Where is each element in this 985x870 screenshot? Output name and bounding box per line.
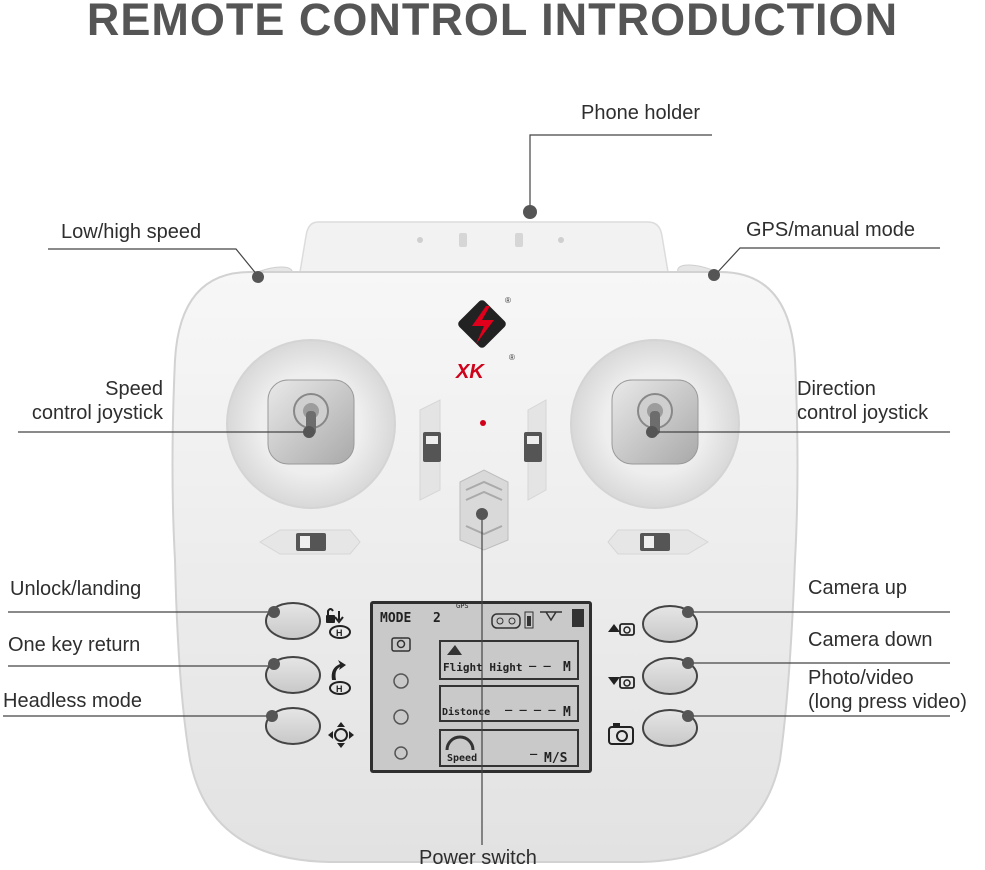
label-direction-joystick-line1: Direction (797, 378, 876, 400)
label-direction-joystick-line2: control joystick (797, 402, 929, 424)
svg-text:XK: XK (455, 361, 485, 383)
label-low-high-speed: Low/high speed (61, 221, 202, 243)
right-horizontal-trim[interactable] (607, 529, 709, 555)
speed-control-joystick[interactable] (267, 379, 355, 465)
label-photo-video-line1: Photo/video (808, 667, 914, 689)
lcd-battery-icon (524, 611, 534, 629)
svg-text:H: H (336, 684, 343, 694)
label-camera-down: Camera down (808, 629, 933, 651)
camera-down-button[interactable] (642, 657, 698, 695)
label-speed-joystick: Speed control joystick (6, 377, 163, 425)
direction-control-joystick[interactable] (611, 379, 699, 465)
left-vertical-trim[interactable] (419, 399, 441, 501)
one-key-return-icon: H (329, 660, 351, 695)
right-vertical-trim[interactable] (524, 399, 547, 501)
svg-text:_ _ _ _: _ _ _ _ (505, 697, 556, 712)
svg-text:MODE: MODE (380, 611, 411, 626)
svg-text:GPS: GPS (456, 602, 469, 610)
lcd-camera-icon (391, 637, 411, 652)
label-direction-joystick: Direction control joystick (797, 377, 928, 425)
svg-text:Flight Hight: Flight Hight (443, 661, 522, 674)
label-phone-holder: Phone holder (581, 102, 700, 124)
label-photo-video: Photo/video (long press video) (808, 666, 967, 714)
label-speed-joystick-line2: control joystick (31, 402, 163, 424)
left-horizontal-trim[interactable] (259, 529, 361, 555)
label-photo-video-line2: (long press video) (808, 691, 967, 713)
phone-holder (299, 221, 669, 273)
headless-mode-icon (328, 722, 354, 748)
lcd-drone-icon (491, 611, 562, 629)
svg-text:2: 2 (433, 611, 441, 626)
unlock-landing-icon: H (326, 608, 351, 639)
svg-text:M: M (563, 705, 571, 720)
headless-mode-button[interactable] (265, 707, 321, 745)
label-headless-mode: Headless mode (3, 690, 142, 712)
brand-logo: ® XK ® (455, 296, 515, 383)
page-title: REMOTE CONTROL INTRODUCTION (86, 0, 899, 45)
label-unlock-landing: Unlock/landing (10, 578, 142, 600)
camera-down-icon (608, 676, 635, 689)
svg-text:H: H (336, 628, 343, 638)
svg-text:_: _ (530, 741, 538, 756)
label-power-switch: Power switch (419, 847, 537, 869)
svg-text:Distonce: Distonce (442, 706, 490, 718)
camera-icon (608, 723, 634, 745)
label-gps-manual-mode: GPS/manual mode (746, 219, 915, 241)
svg-text:®: ® (509, 353, 515, 362)
label-one-key-return: One key return (8, 634, 141, 656)
svg-text:M: M (563, 660, 571, 675)
label-speed-joystick-line1: Speed (105, 378, 163, 400)
camera-up-icon (608, 623, 635, 636)
svg-text:M/S: M/S (544, 751, 568, 766)
leader-lines (3, 134, 950, 845)
svg-text:®: ® (505, 296, 511, 305)
svg-text:Speed: Speed (447, 753, 477, 764)
lcd-screen: MODE 2 GPS Flight Hight _ _ M Distonce _… (370, 601, 592, 773)
leader-dots (252, 205, 720, 722)
label-camera-up: Camera up (808, 577, 907, 599)
svg-text:_ _: _ _ (529, 653, 551, 668)
